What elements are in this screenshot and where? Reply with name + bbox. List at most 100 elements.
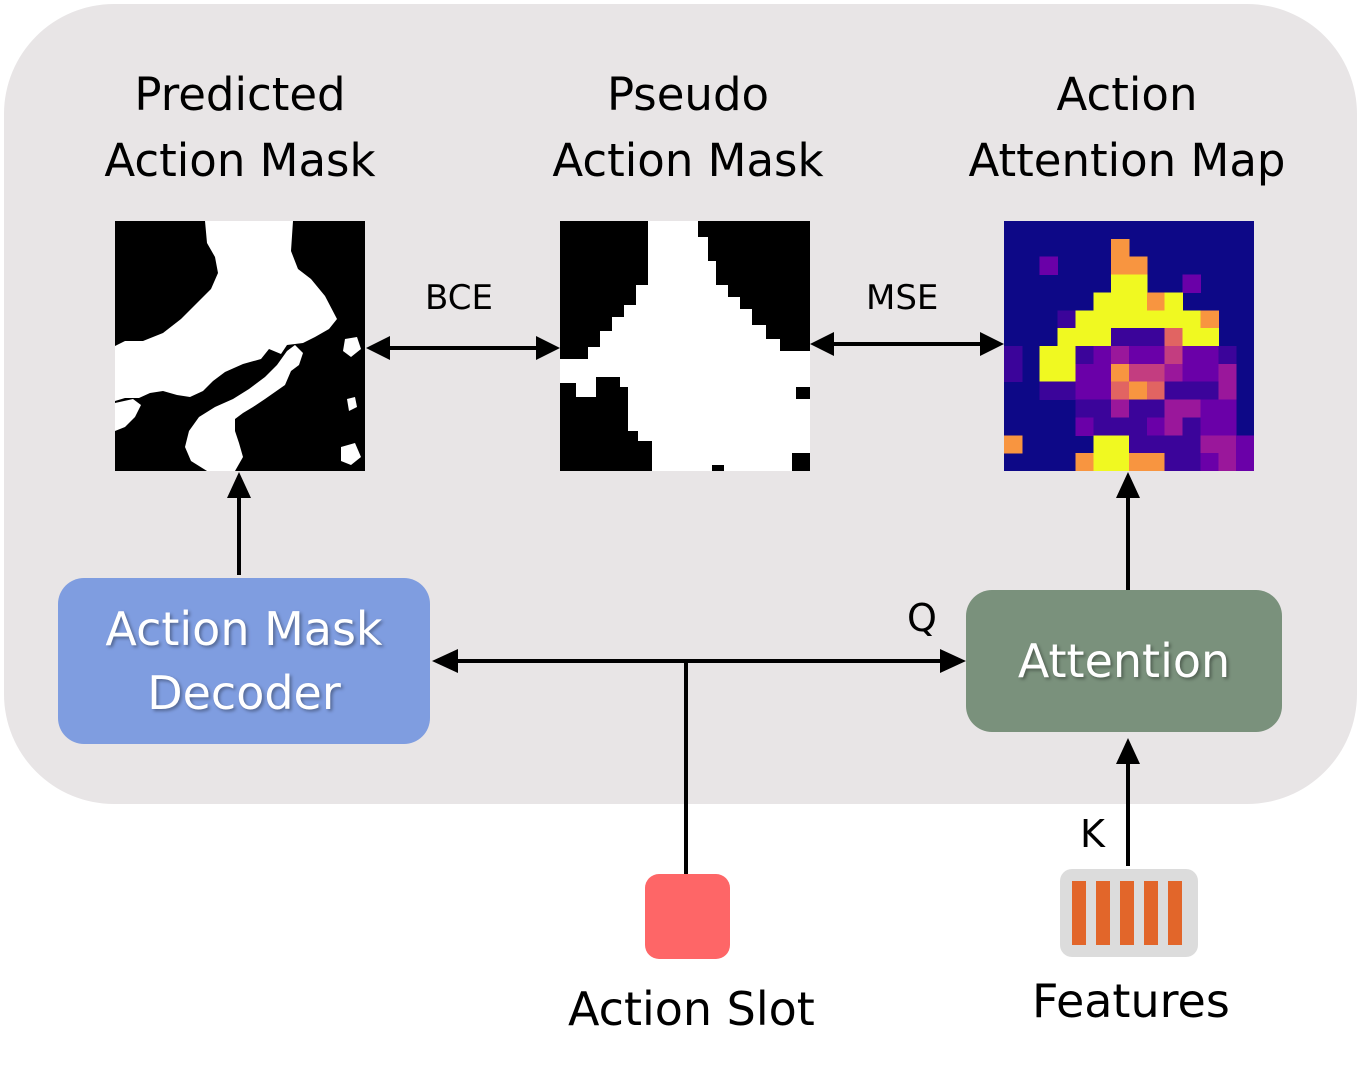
heatmap-cell <box>1111 381 1130 401</box>
heatmap-cell <box>1218 453 1237 471</box>
heatmap-cell <box>1057 328 1076 347</box>
heatmap-cell <box>1111 417 1130 436</box>
attention-map-title: Action Attention Map <box>968 68 1286 187</box>
heatmap-cell <box>1182 274 1201 293</box>
heatmap-cell <box>1146 435 1166 454</box>
feature-token <box>1168 881 1182 945</box>
heatmap-cell <box>1075 381 1094 401</box>
heatmap-cell <box>1111 346 1130 365</box>
heatmap-cell <box>1218 417 1237 436</box>
heatmap-cell <box>1129 453 1148 471</box>
heatmap-cell <box>1057 381 1076 401</box>
decoder-label-line2: Decoder <box>147 666 341 720</box>
heatmap-cell <box>1075 363 1094 383</box>
heatmap-cell <box>1111 292 1130 311</box>
heatmap-cell <box>1111 399 1130 418</box>
heatmap-cell <box>1111 238 1130 258</box>
heatmap-cell <box>1111 435 1130 454</box>
heatmap-cell <box>1164 363 1184 383</box>
heatmap-cell <box>1111 453 1130 471</box>
heatmap-cell <box>1129 363 1148 383</box>
heatmap-cell <box>1200 381 1219 401</box>
key-label: K <box>1080 812 1105 856</box>
heatmap-cell <box>1146 381 1166 401</box>
heatmap-cell <box>1129 346 1148 365</box>
action-slot-label: Action Slot <box>568 982 815 1036</box>
heatmap-cell <box>1146 310 1166 329</box>
heatmap-cell <box>1129 417 1148 436</box>
pseudo-mask-title: Pseudo Action Mask <box>552 68 824 187</box>
heatmap-cell <box>1004 346 1023 365</box>
heatmap-cell <box>1200 435 1219 454</box>
heatmap-cell <box>1057 363 1076 383</box>
heatmap-cell <box>1129 310 1148 329</box>
heatmap-cell <box>1093 417 1112 436</box>
heatmap-cell <box>1182 399 1201 418</box>
heatmap-cell <box>1057 310 1076 329</box>
heatmap-cell <box>1075 328 1094 347</box>
attention-label: Attention <box>1017 634 1231 688</box>
heatmap-cell <box>1093 328 1112 347</box>
heatmap-cell <box>1039 381 1059 401</box>
query-label: Q <box>907 596 937 640</box>
heatmap-cell <box>1075 417 1094 436</box>
heatmap-cell <box>1182 453 1201 471</box>
heatmap-cell <box>1146 399 1166 418</box>
heatmap-cell <box>1200 417 1219 436</box>
heatmap-cell <box>1146 417 1166 436</box>
heatmap-cell <box>1218 399 1237 418</box>
heatmap-cell <box>1200 453 1219 471</box>
heatmap-cell <box>1093 453 1112 471</box>
heatmap-cell <box>1004 435 1023 454</box>
heatmap-cell <box>1039 363 1059 383</box>
decoder-label-line1: Action Mask <box>105 602 383 656</box>
predicted-action-mask-image <box>115 221 365 471</box>
attention-block: Attention <box>966 590 1282 732</box>
heatmap-cell <box>1146 328 1166 347</box>
heatmap-cell <box>1004 363 1023 383</box>
heatmap-cell <box>1093 346 1112 365</box>
heatmap-cell <box>1218 435 1237 454</box>
heatmap-cell <box>1200 328 1219 347</box>
heatmap-cell <box>1146 453 1166 471</box>
pseudo-action-mask-image <box>560 221 810 471</box>
features-token-stack <box>1060 869 1198 957</box>
heatmap-cell <box>1111 310 1130 329</box>
action-attention-map-image <box>1004 221 1254 471</box>
heatmap-cell <box>1129 328 1148 347</box>
action-mask-decoder-block: Action Mask Decoder <box>58 578 430 744</box>
heatmap-cell <box>1129 292 1148 311</box>
heatmap-cell <box>1164 328 1184 347</box>
heatmap-cell <box>1111 363 1130 383</box>
feature-token <box>1096 881 1110 945</box>
heatmap-cell <box>1111 274 1130 293</box>
heatmap-cell <box>1218 381 1237 401</box>
heatmap-cell <box>1200 310 1219 329</box>
heatmap-cell <box>1164 417 1184 436</box>
heatmap-cell <box>1218 363 1237 383</box>
heatmap-cell <box>1039 256 1059 276</box>
heatmap-cell <box>1075 346 1094 365</box>
heatmap-cell <box>1236 453 1254 471</box>
heatmap-cell <box>1075 399 1094 418</box>
heatmap-cell <box>1236 435 1254 454</box>
heatmap-cell <box>1075 310 1094 329</box>
heatmap-cell <box>1200 363 1219 383</box>
feature-token <box>1120 881 1134 945</box>
heatmap-cell <box>1039 346 1059 365</box>
heatmap-cell <box>1182 310 1201 329</box>
action-slot-square <box>645 874 730 959</box>
heatmap-cell <box>1111 256 1130 276</box>
heatmap-cell <box>1146 363 1166 383</box>
heatmap-cell <box>1129 381 1148 401</box>
heatmap-cell <box>1111 328 1130 347</box>
heatmap-cell <box>1093 310 1112 329</box>
heatmap-cell <box>1093 363 1112 383</box>
heatmap-cell <box>1093 435 1112 454</box>
heatmap-cell <box>1129 274 1148 293</box>
heatmap-cell <box>1164 346 1184 365</box>
heatmap-cell <box>1182 381 1201 401</box>
heatmap-cell <box>1146 346 1166 365</box>
heatmap-cell <box>1164 292 1184 311</box>
